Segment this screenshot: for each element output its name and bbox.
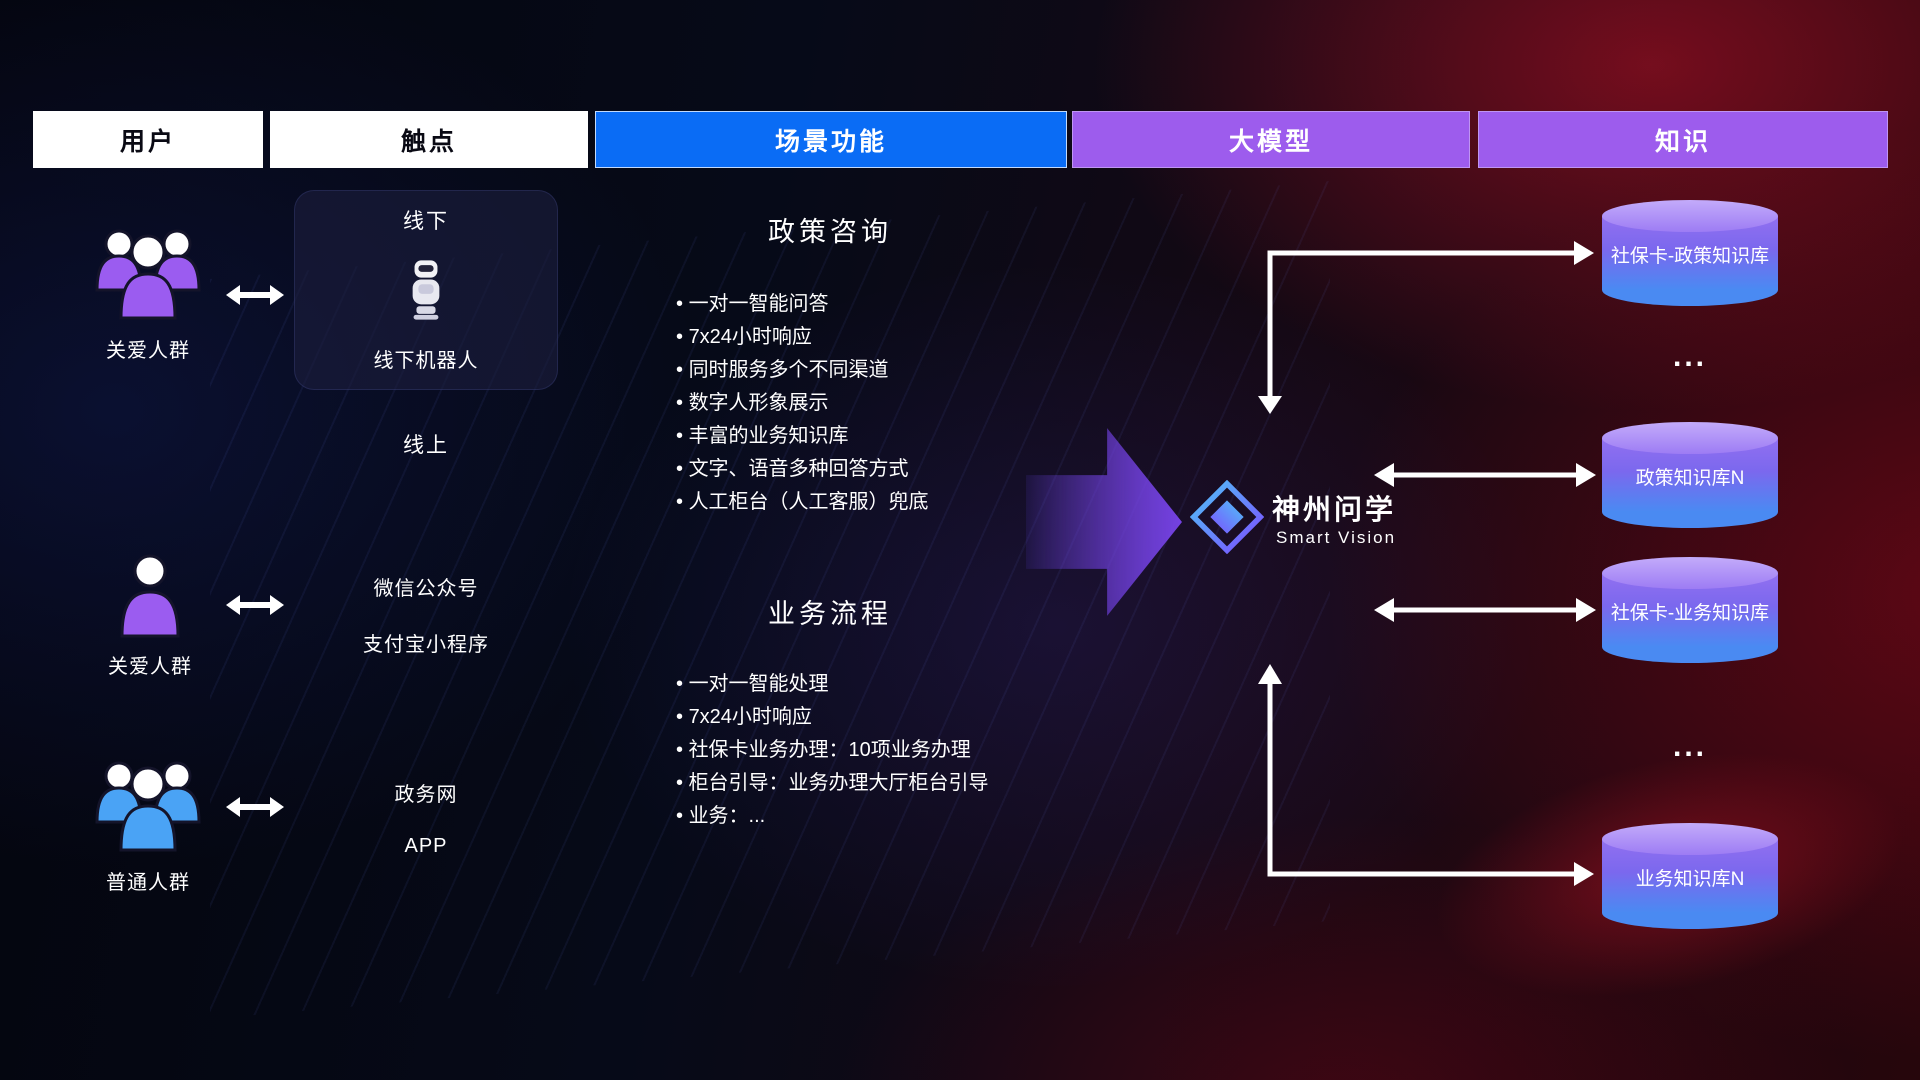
column-header-knowledge: 知识 — [1478, 111, 1888, 168]
scenario-policy-title: 政策咨询 — [768, 217, 892, 247]
robot-icon — [412, 259, 440, 320]
user-group-care-2: 关爱人群 — [80, 552, 220, 679]
list-item: 柜台引导：业务办理大厅柜台引导 — [676, 767, 989, 800]
bidirectional-arrow-icon — [226, 595, 284, 615]
model-subtitle: Smart Vision — [1276, 528, 1397, 547]
cylinder-top — [1602, 422, 1778, 454]
scenario-business-list: 一对一智能处理 7x24小时响应 社保卡业务办理：10项业务办理 柜台引导：业务… — [676, 668, 989, 833]
model-name: 神州问学 — [1272, 494, 1397, 525]
smart-vision-logo-icon — [1190, 480, 1264, 554]
offline-robot-label: 线下机器人 — [373, 350, 479, 372]
knowledge-db-label: 业务知识库N — [1635, 869, 1745, 891]
cylinder-top — [1602, 200, 1778, 232]
knowledge-db-business-n: 业务知识库N — [1602, 823, 1778, 929]
list-item: 文字、语音多种回答方式 — [676, 453, 929, 486]
column-header-user: 用户 — [33, 111, 263, 168]
list-item: 人工柜台（人工客服）兜底 — [676, 486, 929, 519]
bidirectional-arrow-icon — [226, 285, 284, 305]
knowledge-db-label: 政策知识库N — [1635, 468, 1745, 490]
list-item: 7x24小时响应 — [676, 321, 929, 354]
touchpoint-app: APP — [404, 835, 448, 857]
list-item: 同时服务多个不同渠道 — [676, 354, 929, 387]
cylinder-top — [1602, 557, 1778, 589]
list-item: 7x24小时响应 — [676, 701, 989, 734]
person-icon-purple — [120, 554, 180, 638]
touchpoint-gov-web: 政务网 — [394, 784, 458, 806]
user-group-label: 关爱人群 — [106, 340, 190, 362]
offline-touchpoint-card: 线下 线下机器人 — [294, 190, 558, 390]
knowledge-db-label: 社保卡-业务知识库 — [1610, 603, 1770, 625]
offline-title: 线下 — [403, 210, 449, 233]
user-group-care-1: 关爱人群 — [73, 218, 223, 363]
knowledge-ellipsis: ... — [1672, 730, 1707, 763]
knowledge-db-label: 社保卡-政策知识库 — [1610, 246, 1770, 268]
scenario-business-title: 业务流程 — [768, 599, 892, 629]
flow-arrow — [1026, 428, 1182, 616]
scenario-policy-list: 一对一智能问答 7x24小时响应 同时服务多个不同渠道 数字人形象展示 丰富的业… — [676, 288, 929, 519]
knowledge-db-policy-social-card: 社保卡-政策知识库 — [1602, 200, 1778, 306]
list-item: 一对一智能问答 — [676, 288, 929, 321]
bidirectional-arrow-icon — [226, 797, 284, 817]
column-header-touchpoint: 触点 — [270, 111, 588, 168]
list-item: 一对一智能处理 — [676, 668, 989, 701]
column-header-scenario: 场景功能 — [595, 111, 1067, 168]
list-item: 社保卡业务办理：10项业务办理 — [676, 734, 989, 767]
knowledge-db-business-social-card: 社保卡-业务知识库 — [1602, 557, 1778, 663]
online-title: 线上 — [403, 434, 449, 457]
knowledge-db-policy-n: 政策知识库N — [1602, 422, 1778, 528]
list-item: 丰富的业务知识库 — [676, 420, 929, 453]
user-group-label: 关爱人群 — [108, 656, 192, 678]
column-header-model: 大模型 — [1072, 111, 1470, 168]
people-group-icon-purple — [95, 229, 201, 320]
list-item: 数字人形象展示 — [676, 387, 929, 420]
knowledge-ellipsis: ... — [1672, 340, 1707, 373]
touchpoint-wechat: 微信公众号 — [373, 578, 479, 600]
touchpoint-alipay: 支付宝小程序 — [363, 634, 489, 656]
list-item: 业务：... — [676, 800, 989, 833]
user-group-label: 普通人群 — [106, 872, 190, 894]
people-group-icon-blue — [95, 761, 201, 852]
user-group-ordinary: 普通人群 — [73, 750, 223, 895]
